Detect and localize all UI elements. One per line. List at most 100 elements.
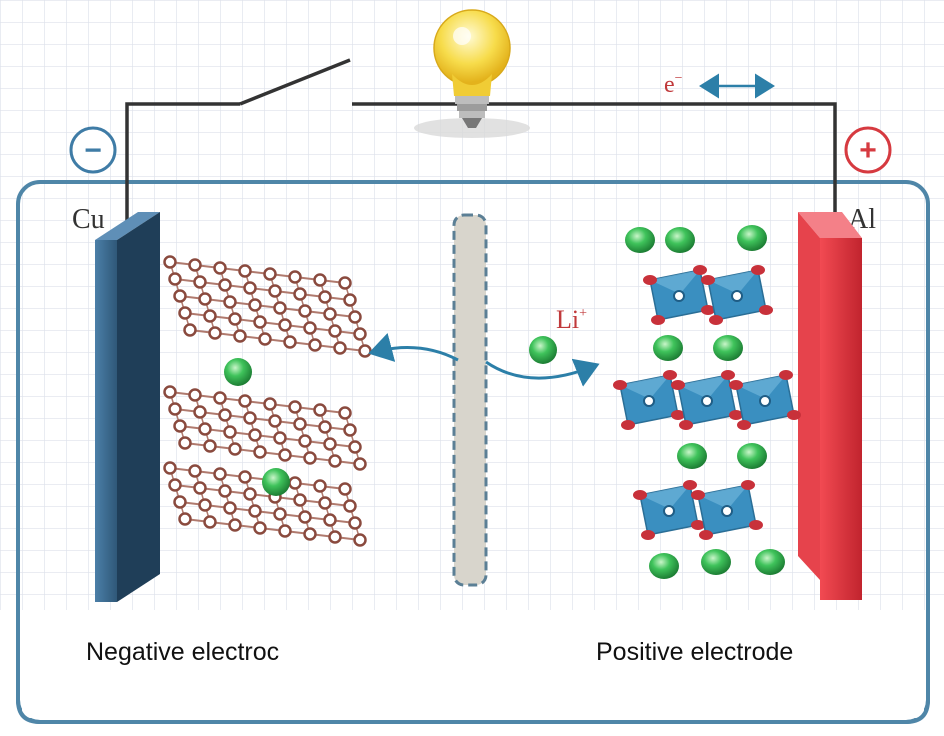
oxygen-atom [721,370,735,380]
graphite-atom [288,476,302,490]
graphite-atom [203,515,217,529]
graphite-atom [193,405,207,419]
oxygen-atom [671,410,685,420]
electron-superscript: − [675,71,683,86]
graphite-atom [288,270,302,284]
lithium-ion [529,336,557,364]
graphite-atom [343,499,357,513]
graphite-atom [193,275,207,289]
oxygen-atom [729,380,743,390]
lithium-ion [653,335,683,361]
graphite-atom [248,504,262,518]
graphite-atom [248,298,262,312]
caption-band [22,610,924,718]
lithium-ion [737,443,767,469]
graphite-atom [273,507,287,521]
oxygen-atom [751,265,765,275]
graphite-atom [278,524,292,538]
lithium-ion [625,227,655,253]
graphite-atom [173,495,187,509]
oxygen-atom [633,490,647,500]
graphite-atom [318,420,332,434]
graphite-atom [198,422,212,436]
graphite-atom [253,445,267,459]
graphite-atom [348,440,362,454]
graphite-atom [163,385,177,399]
graphite-atom [298,510,312,524]
graphite-atom [273,431,287,445]
oxygen-atom [683,480,697,490]
graphite-layer [163,461,367,547]
oxygen-atom [663,370,677,380]
ion-arrow-left [368,332,459,362]
graphite-atom [168,272,182,286]
graphite-atom [238,470,252,484]
oxygen-atom [701,275,715,285]
lithium-ion [677,443,707,469]
graphite-atom [313,479,327,493]
graphite-atom [223,425,237,439]
graphite-atom [303,321,317,335]
octahedron [697,484,757,536]
graphite-atom [313,273,327,287]
graphite-atom [203,309,217,323]
graphite-atom [233,329,247,343]
graphite-atom [303,527,317,541]
negative-electrode-caption: Negative electroc [86,638,280,666]
graphite-atom [243,281,257,295]
separator-membrane [452,213,488,587]
graphite-atom [323,513,337,527]
graphite-atom [253,315,267,329]
graphite-atom [248,428,262,442]
lithium-ion [262,468,290,496]
graphite-atom [348,310,362,324]
graphite-atom [343,293,357,307]
graphite-atom [218,484,232,498]
graphite-atom [218,278,232,292]
graphite-atom [273,301,287,315]
switch-icon [239,58,351,106]
octahedron [619,374,679,426]
lithium-ion [665,227,695,253]
graphite-atom [243,411,257,425]
oxygen-atom [787,410,801,420]
graphite-atom [208,326,222,340]
oxygen-atom [779,370,793,380]
graphite-atom [338,482,352,496]
graphite-atom [238,394,252,408]
graphite-layer [163,385,367,471]
graphite-atom [268,284,282,298]
graphite-atom [293,493,307,507]
graphite-atom [293,417,307,431]
graphite-atom [168,402,182,416]
graphite-atom [298,434,312,448]
graphite-atom [218,408,232,422]
oxygen-atom [737,420,751,430]
oxygen-atom [641,530,655,540]
graphite-atom [168,478,182,492]
graphite-atom [263,397,277,411]
lithium-label: Li+ [556,305,587,334]
octahedron [677,374,737,426]
graphite-atom [358,344,372,358]
octahedron [735,374,795,426]
oxygen-atom [693,265,707,275]
oxygen-atom [759,305,773,315]
octahedron [707,269,767,321]
lithium-ion [649,553,679,579]
graphite-atom [228,442,242,456]
graphite-atom [188,258,202,272]
graphite-atom [228,518,242,532]
graphite-atom [293,287,307,301]
graphite-atom [223,501,237,515]
graphite-atom [183,323,197,337]
graphite-atom [278,448,292,462]
lithium-ions [224,336,557,496]
graphite-atom [278,318,292,332]
svg-text:+: + [859,134,877,167]
oxygen-atom [651,315,665,325]
oxygen-atom [691,490,705,500]
electron-label: e− [664,71,683,98]
oxygen-atom [643,275,657,285]
graphite-atom [243,487,257,501]
